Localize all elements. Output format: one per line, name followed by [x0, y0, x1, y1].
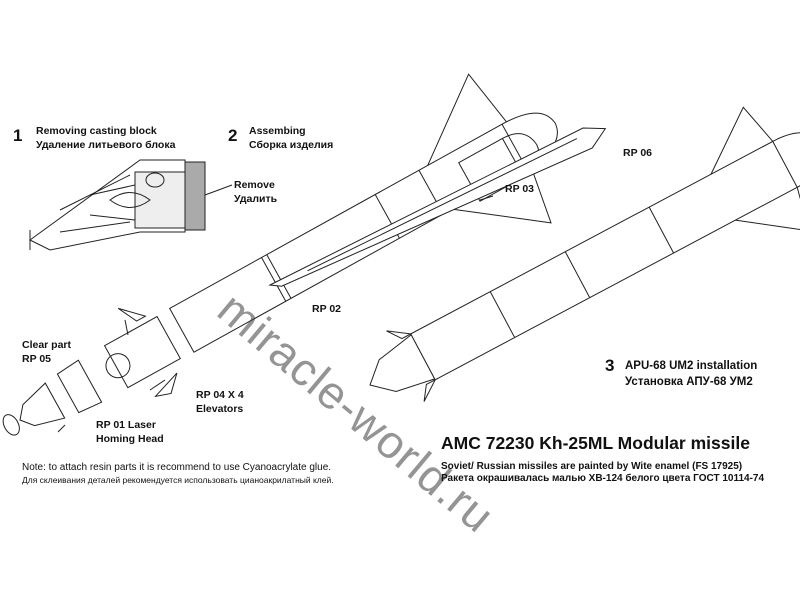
step-2-title-ru: Сборка изделия [249, 139, 334, 151]
remove-label-ru: Удалить [234, 193, 278, 205]
step-1-title: Removing casting block Удаление литьевог… [36, 124, 175, 152]
paint-info-en: Soviet/ Russian missiles are painted by … [441, 461, 743, 472]
remove-label: Remove Удалить [234, 178, 277, 206]
casting-block-drawing [29, 159, 233, 251]
rp01-label: RP 01 Laser Homing Head [96, 418, 164, 446]
paint-info-ru: Ракета окрашивалась малью ХВ-124 белого … [441, 473, 765, 484]
rp06-label: RP 06 [623, 147, 652, 159]
step-1-number: 1 [13, 126, 23, 145]
product-title: AMC 72230 Kh-25ML Modular missile [441, 433, 750, 453]
step-3-title-en: APU-68 UM2 installation [625, 360, 758, 372]
launcher-rail-drawing [268, 127, 607, 287]
rp01-code: RP 01 Laser [96, 419, 156, 431]
rp05-label: Clear part RP 05 [22, 338, 71, 366]
step-3-title: APU-68 UM2 installation Установка АПУ-68… [625, 358, 757, 390]
rp05-code: RP 05 [22, 353, 51, 365]
rp03-label: RP 03 [505, 183, 534, 195]
step-1-title-ru: Удаление литьевого блока [36, 139, 176, 151]
step-3-title-ru: Установка АПУ-68 УМ2 [625, 376, 753, 388]
glue-note-ru: Для склеивания деталей рекомендуется исп… [22, 475, 334, 485]
step-2-number: 2 [228, 126, 238, 145]
clear-part-label: Clear part [22, 339, 72, 351]
installed-missile-drawing [369, 106, 800, 402]
rp04-label: RP 04 X 4 Elevators [196, 388, 244, 416]
step-1-title-en: Removing casting block [36, 125, 157, 137]
step-2-title-en: Assembing [249, 125, 306, 137]
missile-assembly-drawing [2, 73, 558, 436]
glue-note-en: Note: to attach resin parts it is recomm… [22, 462, 332, 473]
elevators-label: Elevators [196, 403, 244, 415]
homing-head-label: Homing Head [96, 433, 164, 445]
step-2-title: Assembing Сборка изделия [249, 124, 333, 152]
rp04-code: RP 04 X 4 [196, 389, 244, 401]
rp02-label: RP 02 [312, 303, 341, 315]
remove-label-en: Remove [234, 179, 275, 191]
glue-note: Note: to attach resin parts it is recomm… [22, 462, 334, 486]
step-3-number: 3 [605, 356, 615, 375]
paint-info: Soviet/ Russian missiles are painted by … [441, 461, 764, 485]
